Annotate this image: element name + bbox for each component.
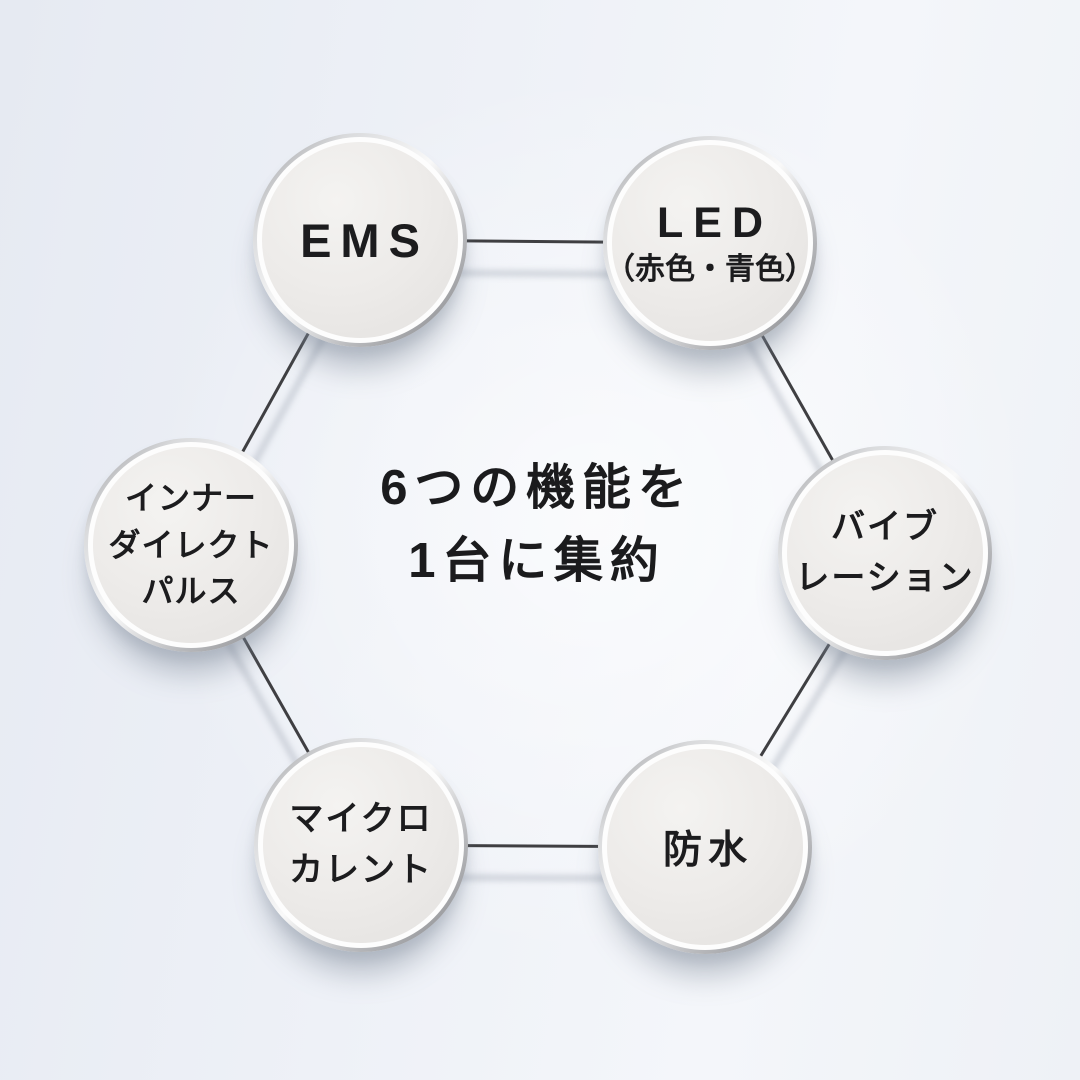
- node-led-text-line2: （赤色・青色）: [605, 253, 815, 287]
- node-ems: EMS: [253, 133, 467, 347]
- node-microcurrent-rim: マイクロ カレント: [258, 742, 464, 948]
- node-inner-direct-pulse-text-line3: パルス: [141, 573, 241, 610]
- node-inner-direct-pulse-text-line2: ダイレクト: [108, 526, 274, 563]
- node-led-text-line1: LED: [657, 199, 773, 248]
- node-vibration-text-line1: バイブ: [831, 508, 939, 546]
- node-waterproof-label: 防水: [607, 749, 803, 945]
- node-vibration-rim: バイブ レーション: [782, 450, 988, 656]
- node-microcurrent-text-line1: マイクロ: [289, 800, 433, 838]
- node-led-rim: LED （赤色・青色）: [605, 140, 815, 346]
- node-ems-rim: EMS: [257, 137, 463, 343]
- node-microcurrent-label: マイクロ カレント: [263, 747, 459, 943]
- node-inner-direct-pulse-label: インナー ダイレクト パルス: [93, 447, 289, 643]
- node-ems-text: EMS: [300, 213, 429, 267]
- node-microcurrent-text-line2: カレント: [289, 851, 433, 889]
- node-vibration-text-line2: レーション: [795, 559, 975, 597]
- node-inner-direct-pulse-text-line1: インナー: [124, 480, 257, 517]
- node-ems-label: EMS: [262, 142, 458, 338]
- node-microcurrent: マイクロ カレント: [254, 738, 468, 952]
- node-inner-direct-pulse-rim: インナー ダイレクト パルス: [88, 442, 294, 648]
- diagram-title: 6つの機能を 1台に集約: [287, 452, 787, 597]
- node-waterproof-rim: 防水: [602, 744, 808, 950]
- node-waterproof: 防水: [598, 740, 812, 954]
- diagram-title-line1: 6つの機能を: [380, 461, 694, 515]
- node-vibration: バイブ レーション: [778, 446, 992, 660]
- node-waterproof-text: 防水: [662, 829, 753, 872]
- node-vibration-label: バイブ レーション: [787, 455, 983, 651]
- node-inner-direct-pulse: インナー ダイレクト パルス: [84, 438, 298, 652]
- node-led: LED （赤色・青色）: [603, 136, 817, 350]
- node-led-label: LED （赤色・青色）: [605, 145, 815, 341]
- diagram-title-line2: 1台に集約: [408, 533, 666, 588]
